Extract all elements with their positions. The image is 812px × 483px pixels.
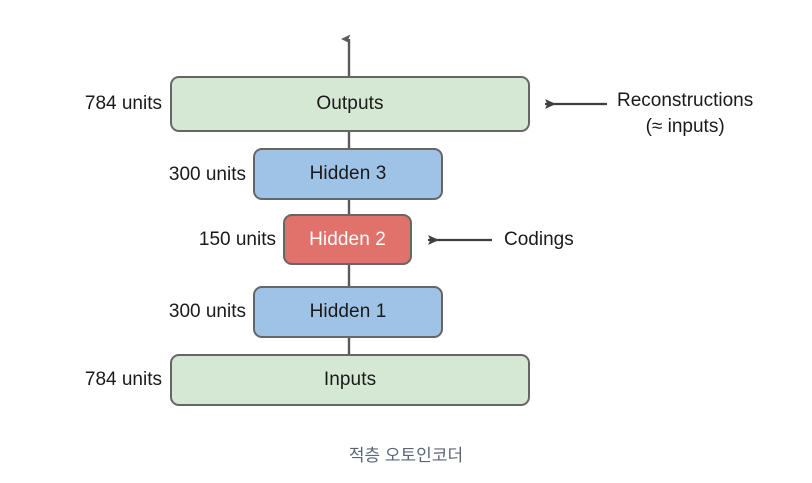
diagram-caption: 적층 오토인코더 xyxy=(348,446,464,465)
layer-label-hidden3: Hidden 3 xyxy=(309,163,387,184)
layer-box-hidden3[interactable]: Hidden 3 xyxy=(253,148,443,200)
layer-box-hidden2[interactable]: Hidden 2 xyxy=(283,214,412,265)
annotation-codings: Codings xyxy=(504,229,574,250)
unit-count-inputs: 784 units xyxy=(84,369,162,390)
unit-count-hidden3: 300 units xyxy=(168,164,246,185)
layer-box-outputs[interactable]: Outputs xyxy=(170,76,530,132)
layer-box-inputs[interactable]: Inputs xyxy=(170,354,530,406)
unit-count-hidden1: 300 units xyxy=(168,301,246,322)
layer-label-inputs: Inputs xyxy=(323,369,377,390)
layer-label-outputs: Outputs xyxy=(316,93,384,114)
unit-count-outputs: 784 units xyxy=(84,93,162,114)
layer-box-hidden1[interactable]: Hidden 1 xyxy=(253,286,443,338)
unit-count-hidden2: 150 units xyxy=(198,229,276,250)
annotation-reconstructions-line2: (≈ inputs) xyxy=(645,116,725,138)
annotation-reconstructions: Reconstructions (≈ inputs) xyxy=(617,88,753,140)
annotation-reconstructions-line1: Reconstructions xyxy=(617,90,754,111)
annotation-arrow-group xyxy=(428,99,607,245)
layer-label-hidden1: Hidden 1 xyxy=(309,301,387,322)
layer-label-hidden2: Hidden 2 xyxy=(309,228,386,250)
